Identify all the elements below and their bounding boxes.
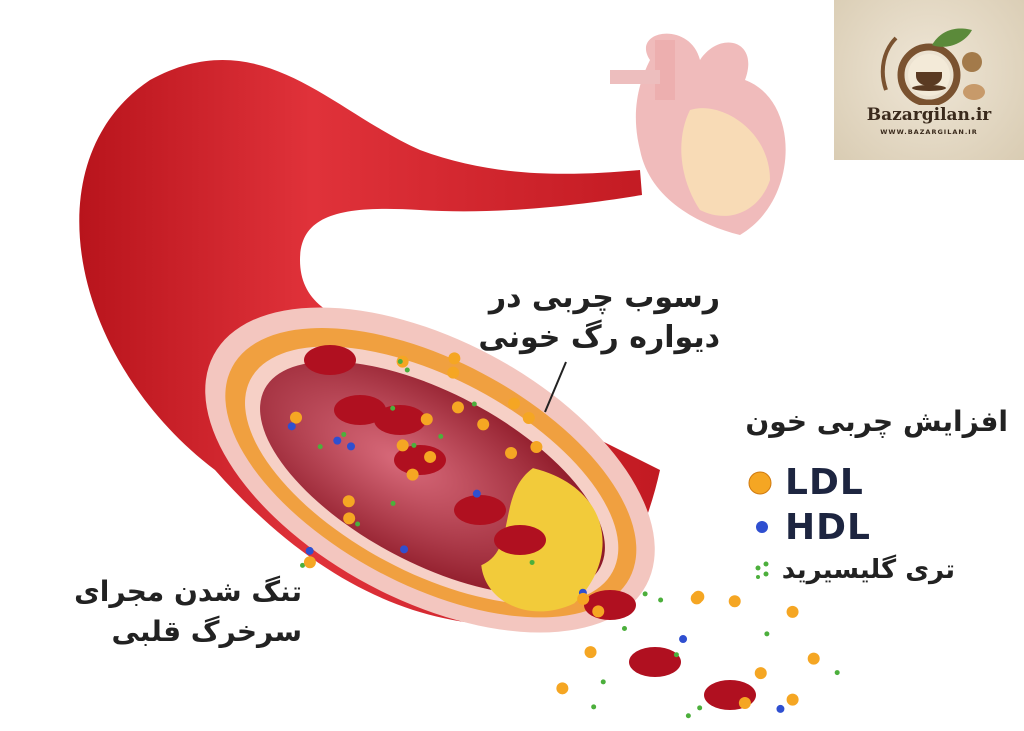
triglyceride-particle — [390, 500, 396, 506]
triglyceride-particle — [621, 625, 627, 631]
ldl-particle — [406, 468, 419, 481]
ldl-particle — [303, 556, 316, 569]
ldl-particle — [786, 605, 799, 618]
red-blood-cell — [334, 395, 386, 425]
ldl-particle — [754, 667, 767, 680]
legend-title: افزایش چربی خون — [745, 405, 1008, 438]
red-blood-cell — [629, 647, 681, 677]
triglyceride-particle — [834, 670, 840, 676]
ldl-particle — [448, 352, 461, 365]
hdl-particle — [776, 704, 785, 713]
ldl-particle — [508, 397, 521, 410]
red-blood-cell — [454, 495, 506, 525]
plaque-label-line1: رسوب چربی در — [488, 280, 720, 315]
blue-particle-icon — [756, 521, 768, 533]
green-dots-icon — [755, 561, 769, 579]
orange-particle-icon — [748, 471, 772, 495]
logo-emblem-icon — [880, 28, 985, 107]
hdl-particle — [346, 442, 355, 451]
triglyceride-particle — [317, 444, 323, 450]
ldl-particle — [424, 450, 437, 463]
plaque-pointer-line — [544, 361, 567, 413]
triglyceride-particle — [697, 705, 703, 711]
triglyceride-particle — [600, 679, 606, 685]
hdl-particle — [287, 422, 296, 431]
triglyceride-particle — [438, 433, 444, 439]
ldl-particle — [690, 592, 703, 605]
triglyceride-particle — [397, 358, 403, 364]
legend-triglyceride: تری گلیسیرید — [781, 555, 955, 585]
ldl-particle — [420, 413, 433, 426]
ldl-particle — [728, 595, 741, 608]
ldl-particle — [786, 693, 799, 706]
plaque-label-line2: دیواره رگ خونی — [478, 320, 720, 355]
hdl-particle — [333, 436, 342, 445]
ldl-particle — [447, 366, 460, 379]
logo-brand-text: Bazargilan.ir — [866, 105, 992, 125]
red-blood-cell — [374, 405, 426, 435]
narrowing-label-line1: تنگ شدن مجرای — [74, 575, 302, 608]
ldl-particle — [592, 605, 605, 618]
triglyceride-particle — [390, 405, 396, 411]
ldl-particle — [290, 411, 303, 424]
narrowing-label-line2: سرخرگ قلبی — [111, 615, 303, 648]
ldl-particle — [807, 652, 820, 665]
red-blood-cell — [494, 525, 546, 555]
ldl-particle — [738, 697, 751, 710]
ldl-particle — [584, 646, 597, 659]
hdl-particle — [400, 545, 409, 554]
legend-ldl: LDL — [785, 462, 864, 503]
legend-hdl: HDL — [785, 507, 871, 548]
triglyceride-particle — [658, 597, 664, 603]
ldl-particle — [477, 418, 490, 431]
triglyceride-particle — [529, 559, 535, 565]
red-blood-cell — [584, 590, 636, 620]
triglyceride-particle — [355, 521, 361, 527]
triglyceride-particle — [411, 442, 417, 448]
triglyceride-particle — [764, 631, 770, 637]
hdl-particle — [305, 546, 314, 555]
ldl-particle — [577, 592, 590, 605]
triglyceride-particle — [685, 713, 691, 719]
ldl-particle — [396, 439, 409, 452]
hdl-particle — [472, 489, 481, 498]
red-blood-cell — [304, 345, 356, 375]
heart-image — [610, 33, 786, 236]
ldl-particle — [530, 440, 543, 453]
ldl-particle — [505, 446, 518, 459]
logo-url-text: WWW.BAZARGILAN.IR — [880, 128, 978, 136]
ldl-particle — [556, 682, 569, 695]
triglyceride-particle — [471, 401, 477, 407]
triglyceride-particle — [591, 704, 597, 710]
ldl-particle — [342, 495, 355, 508]
triglyceride-particle — [642, 591, 648, 597]
bazargilan-logo: Bazargilan.ir WWW.BAZARGILAN.IR — [834, 0, 1024, 160]
ldl-particle — [343, 512, 356, 525]
ldl-particle — [522, 411, 535, 424]
triglyceride-particle — [300, 562, 306, 568]
ldl-particle — [451, 401, 464, 414]
legend-icons — [748, 471, 772, 579]
triglyceride-particle — [341, 431, 347, 437]
hdl-particle — [679, 635, 688, 644]
triglyceride-particle — [404, 367, 410, 373]
triglyceride-particle — [673, 652, 679, 658]
